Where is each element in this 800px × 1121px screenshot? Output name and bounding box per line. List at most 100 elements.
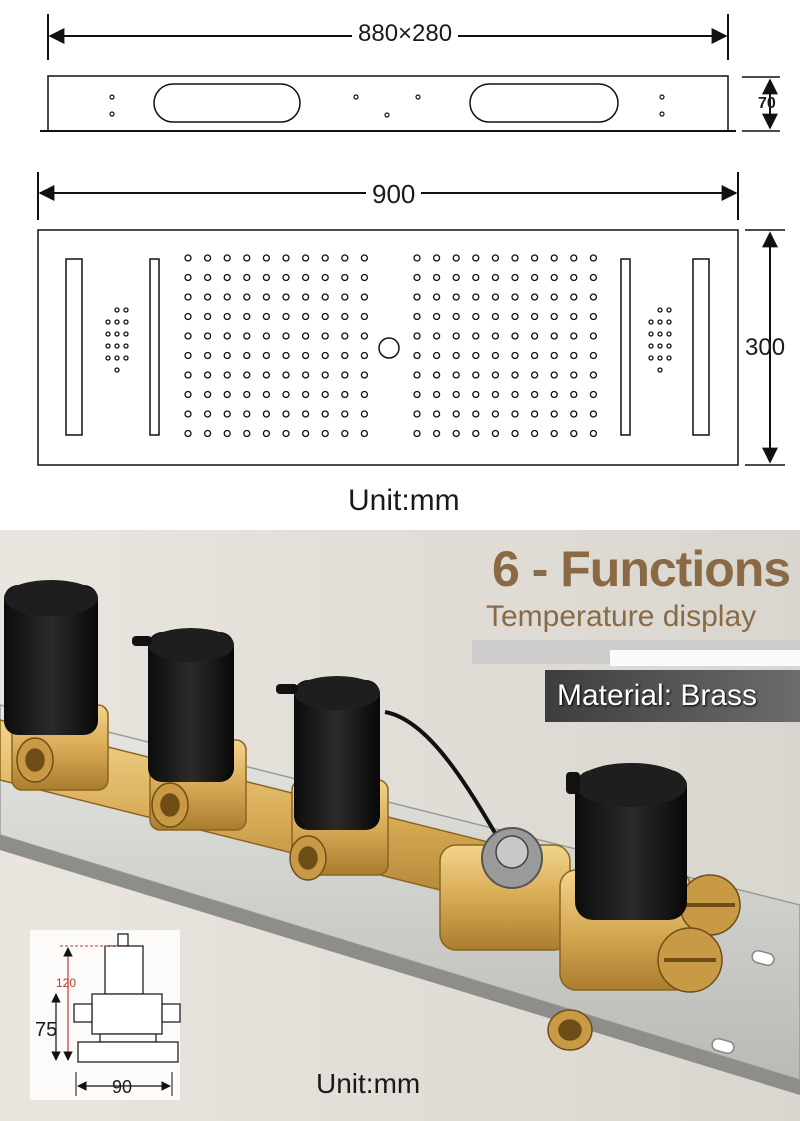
nozzle: [282, 312, 290, 321]
nozzle: [262, 254, 271, 262]
nozzle: [432, 332, 441, 340]
promo-subtitle: Temperature display: [486, 600, 757, 633]
nozzle: [223, 390, 231, 399]
nozzle: [657, 343, 663, 349]
valve-unit-label: Unit:mm: [316, 1068, 421, 1099]
nozzle: [301, 312, 310, 321]
nozzle: [570, 410, 578, 418]
nozzle: [550, 293, 558, 301]
nozzle: [262, 312, 271, 321]
nozzle: [360, 254, 369, 262]
nozzle: [184, 273, 192, 282]
nozzle: [184, 390, 192, 399]
nozzle: [511, 293, 519, 301]
nozzle: [589, 351, 598, 360]
nozzle: [452, 273, 460, 282]
nozzle: [341, 429, 349, 438]
nozzle: [432, 312, 441, 321]
top-view-drawing: [40, 14, 780, 132]
nozzle: [550, 429, 558, 438]
nozzle: [432, 410, 441, 418]
nozzle: [530, 312, 539, 321]
nozzle: [530, 371, 539, 379]
nozzle: [301, 293, 310, 301]
nozzle: [530, 293, 539, 301]
valve-dimension-drawing: [30, 930, 181, 1100]
promo-banner: [472, 640, 800, 722]
led-strip-right-inner: [620, 258, 631, 436]
nozzle: [648, 319, 654, 325]
unit-label: Unit:mm: [348, 484, 460, 517]
nozzle: [223, 273, 231, 282]
nozzle: [223, 371, 231, 379]
nozzle: [341, 293, 349, 301]
nozzle: [123, 355, 129, 361]
nozzle: [360, 273, 369, 282]
nozzle: [262, 390, 271, 399]
nozzle: [282, 371, 290, 379]
nozzle: [321, 273, 329, 282]
nozzle: [648, 331, 654, 337]
nozzle: [321, 371, 329, 379]
nozzle: [282, 390, 290, 399]
nozzle: [550, 273, 558, 282]
nozzle: [262, 429, 271, 438]
nozzle: [184, 293, 192, 301]
slot-left: [153, 83, 301, 123]
nozzle: [123, 319, 129, 325]
nozzle: [432, 390, 441, 399]
nozzle: [657, 307, 663, 313]
nozzle: [452, 410, 460, 418]
material-tag: Material: Brass: [557, 679, 758, 712]
nozzle: [282, 429, 290, 438]
nozzle: [666, 307, 672, 313]
nozzle: [413, 410, 421, 418]
nozzle-grid: [105, 254, 672, 438]
nozzle: [360, 332, 369, 340]
top-width-label: 880×280: [352, 22, 459, 46]
nozzle: [123, 343, 129, 349]
nozzle: [570, 332, 578, 340]
nozzle: [432, 293, 441, 301]
nozzle: [262, 293, 271, 301]
nozzle: [413, 332, 421, 340]
nozzle: [589, 254, 598, 262]
nozzle: [341, 371, 349, 379]
nozzle: [589, 390, 598, 399]
nozzle: [491, 429, 500, 438]
nozzle: [223, 351, 231, 360]
nozzle: [511, 312, 519, 321]
nozzle: [243, 410, 251, 418]
nozzle: [282, 293, 290, 301]
nozzle: [321, 332, 329, 340]
nozzle: [301, 254, 310, 262]
nozzle: [589, 312, 598, 321]
nozzle: [472, 332, 480, 340]
nozzle: [243, 351, 251, 360]
nozzle: [589, 293, 598, 301]
nozzle: [321, 293, 329, 301]
nozzle: [301, 410, 310, 418]
center-hole: [378, 337, 400, 359]
nozzle: [184, 332, 192, 340]
nozzle: [413, 390, 421, 399]
nozzle: [452, 351, 460, 360]
nozzle: [413, 429, 421, 438]
nozzle: [203, 390, 212, 399]
nozzle: [223, 254, 231, 262]
nozzle: [341, 332, 349, 340]
nozzle: [203, 312, 212, 321]
nozzle: [114, 319, 120, 325]
nozzle: [341, 410, 349, 418]
nozzle: [413, 371, 421, 379]
nozzle: [511, 273, 519, 282]
nozzle: [511, 254, 519, 262]
nozzle: [282, 410, 290, 418]
nozzle: [570, 351, 578, 360]
valve-height-label: 75: [35, 1019, 58, 1041]
nozzle: [321, 429, 329, 438]
nozzle: [360, 371, 369, 379]
nozzle: [243, 293, 251, 301]
nozzle: [570, 390, 578, 399]
led-strip-left-inner: [149, 258, 160, 436]
